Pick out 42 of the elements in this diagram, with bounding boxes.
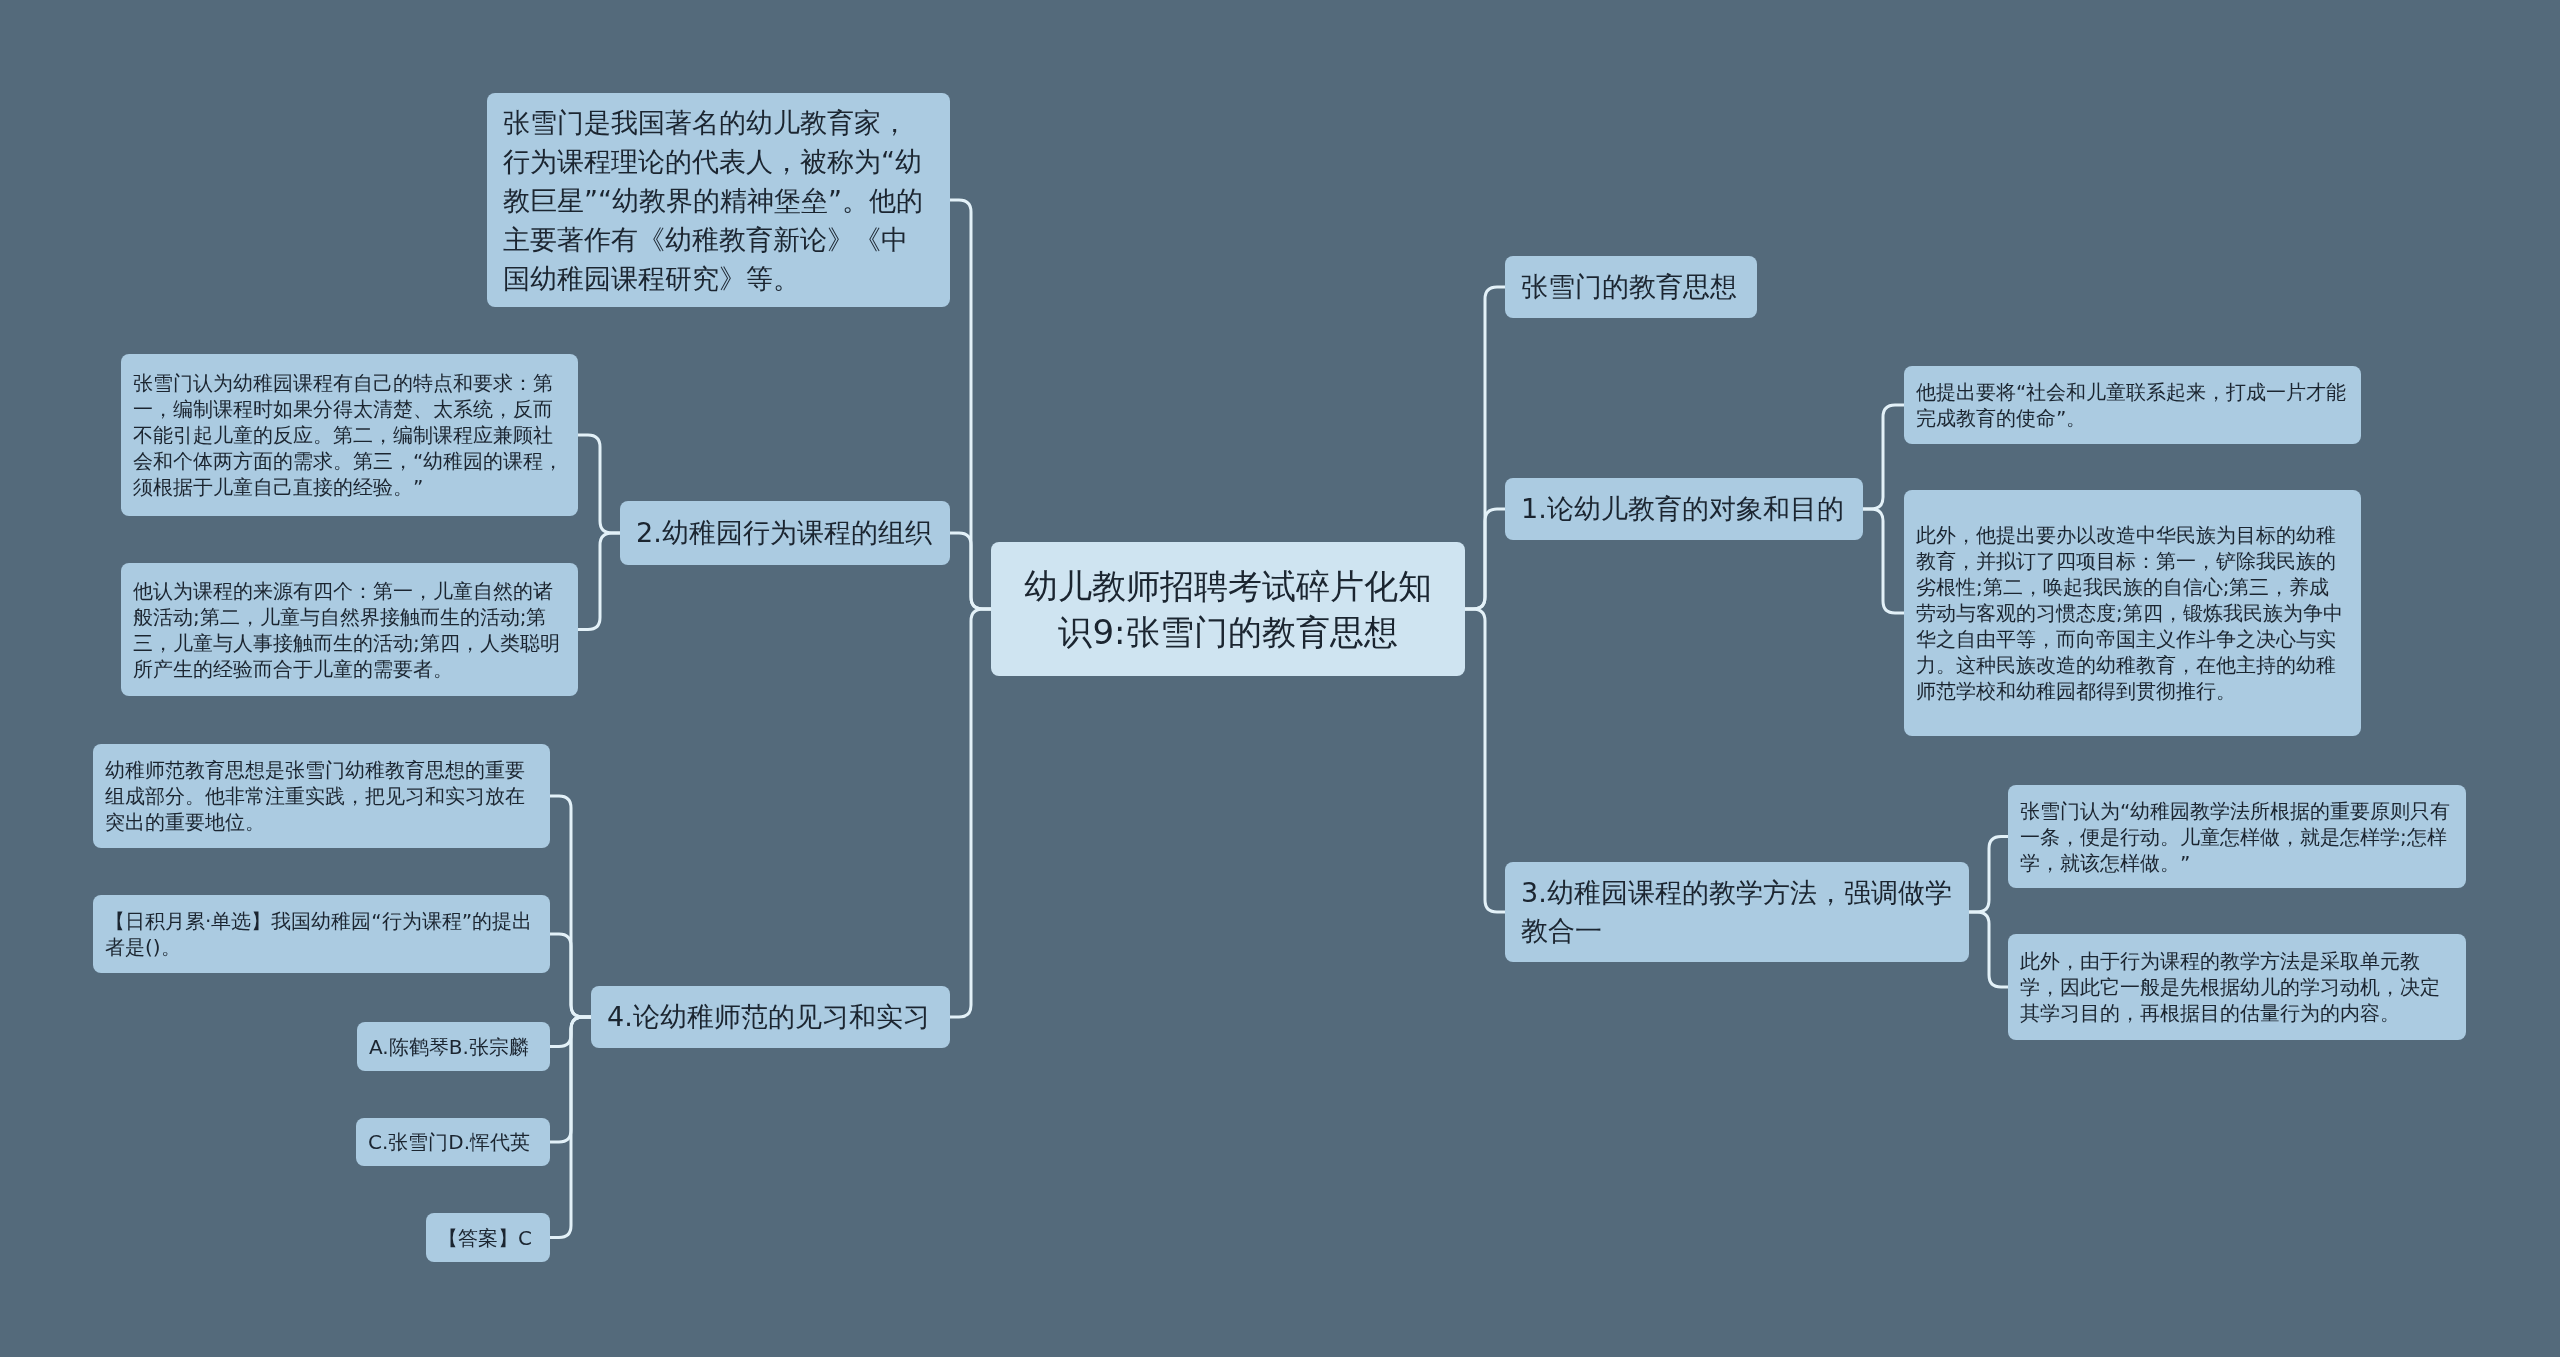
- subtopic-box: [93, 744, 550, 848]
- topic-text: 张雪门认为幼稚园课程有自己的特点和要求：第一，编制课程时如果分得太清楚、太系统，反而不能引起儿童的反应。第二，编制课程应兼顾社会和个体两方面的需求。第三，“幼稚园的课程，须根据于儿童自己直接的经验。”: [133, 370, 565, 500]
- topic-text: 他提出要将“社会和儿童联系起来，打成一片才能完成教育的使命”。: [1916, 379, 2348, 431]
- central-topic-box: [991, 542, 1465, 676]
- connector: [1863, 507, 1904, 615]
- connector: [550, 1015, 591, 1239]
- topic-box: [591, 986, 950, 1048]
- topic-box: [1505, 256, 1757, 318]
- topic-box: [1505, 862, 1969, 962]
- topic-box: [620, 501, 950, 565]
- subtopic-box: [426, 1213, 550, 1262]
- subtopic-box: [2008, 785, 2466, 888]
- topic-text: C.张雪门D.恽代英: [368, 1129, 532, 1155]
- subtopic-box: [1904, 490, 2361, 736]
- topic-text: 幼稚师范教育思想是张雪门幼稚教育思想的重要组成部分。他非常注重实践，把见习和实习放在突出的重要地位。: [105, 757, 526, 835]
- topic-box: [487, 93, 950, 307]
- subtopic-box: [121, 354, 578, 516]
- connector: [1969, 910, 2008, 989]
- topic-text: 幼儿教师招聘考试碎片化知识9:张雪门的教育思想: [1023, 565, 1433, 654]
- topic-text: 张雪门认为“幼稚园教学法所根据的重要原则只有一条，便是行动。儿童怎样做，就是怎样学;怎样学，就该怎样做。”: [2020, 797, 2452, 876]
- connector: [578, 531, 620, 631]
- topic-text: 2.幼稚园行为课程的组织: [636, 516, 933, 550]
- connector: [1465, 607, 1505, 914]
- topic-box: [1505, 478, 1863, 540]
- topic-text: 他认为课程的来源有四个：第一，儿童自然的诸般活动;第二，儿童与自然界接触而生的活动;第三，儿童与人事接触而生的活动;第四，人类聪明所产生的经验而合于儿童的需要者。: [133, 577, 561, 682]
- topic-text: 此外，由于行为课程的教学方法是采取单元教学，因此它一般是先根据幼儿的学习动机，决定其学习目的，再根据目的估量行为的内容。: [2020, 948, 2441, 1026]
- topic-text: 【日积月累·单选】我国幼稚园“行为课程”的提出者是()。: [105, 908, 534, 960]
- topic-text: 3.幼稚园课程的教学方法，强调做学教合一: [1521, 876, 1953, 948]
- subtopic-box: [121, 563, 578, 696]
- topic-text: A.陈鹤琴B.张宗麟: [369, 1033, 530, 1060]
- subtopic-box: [1904, 366, 2361, 444]
- topic-text: 1.论幼儿教育的对象和目的: [1521, 492, 1845, 526]
- connector: [950, 607, 991, 1019]
- topic-text: 【答案】C: [438, 1224, 533, 1251]
- subtopic-box: [2008, 934, 2466, 1040]
- topic-text: 此外，他提出要办以改造中华民族为目标的幼稚教育，并拟订了四项目标：第一，铲除我民族的劣根性;第二，唤起我民族的自信心;第三，养成劳动与客观的习惯态度;第四，锻炼我民族为争中华之自由平等，而向帝国主义作斗争之决心与实力。这种民族改造的幼稚教育，在他主持的幼稚师范学校和幼稚园都得到贯彻推行。: [1916, 522, 2344, 704]
- topic-text: 4.论幼稚师范的见习和实习: [607, 1000, 931, 1034]
- subtopic-box: [357, 1022, 550, 1071]
- subtopic-box: [356, 1118, 550, 1166]
- topic-text: 张雪门是我国著名的幼儿教育家，行为课程理论的代表人，被称为“幼教巨星”“幼教界的精神堡垒”。他的主要著作有《幼稚教育新论》《中国幼稚园课程研究》等。: [503, 105, 924, 296]
- subtopic-box: [93, 895, 550, 973]
- topic-text: 张雪门的教育思想: [1521, 270, 1738, 304]
